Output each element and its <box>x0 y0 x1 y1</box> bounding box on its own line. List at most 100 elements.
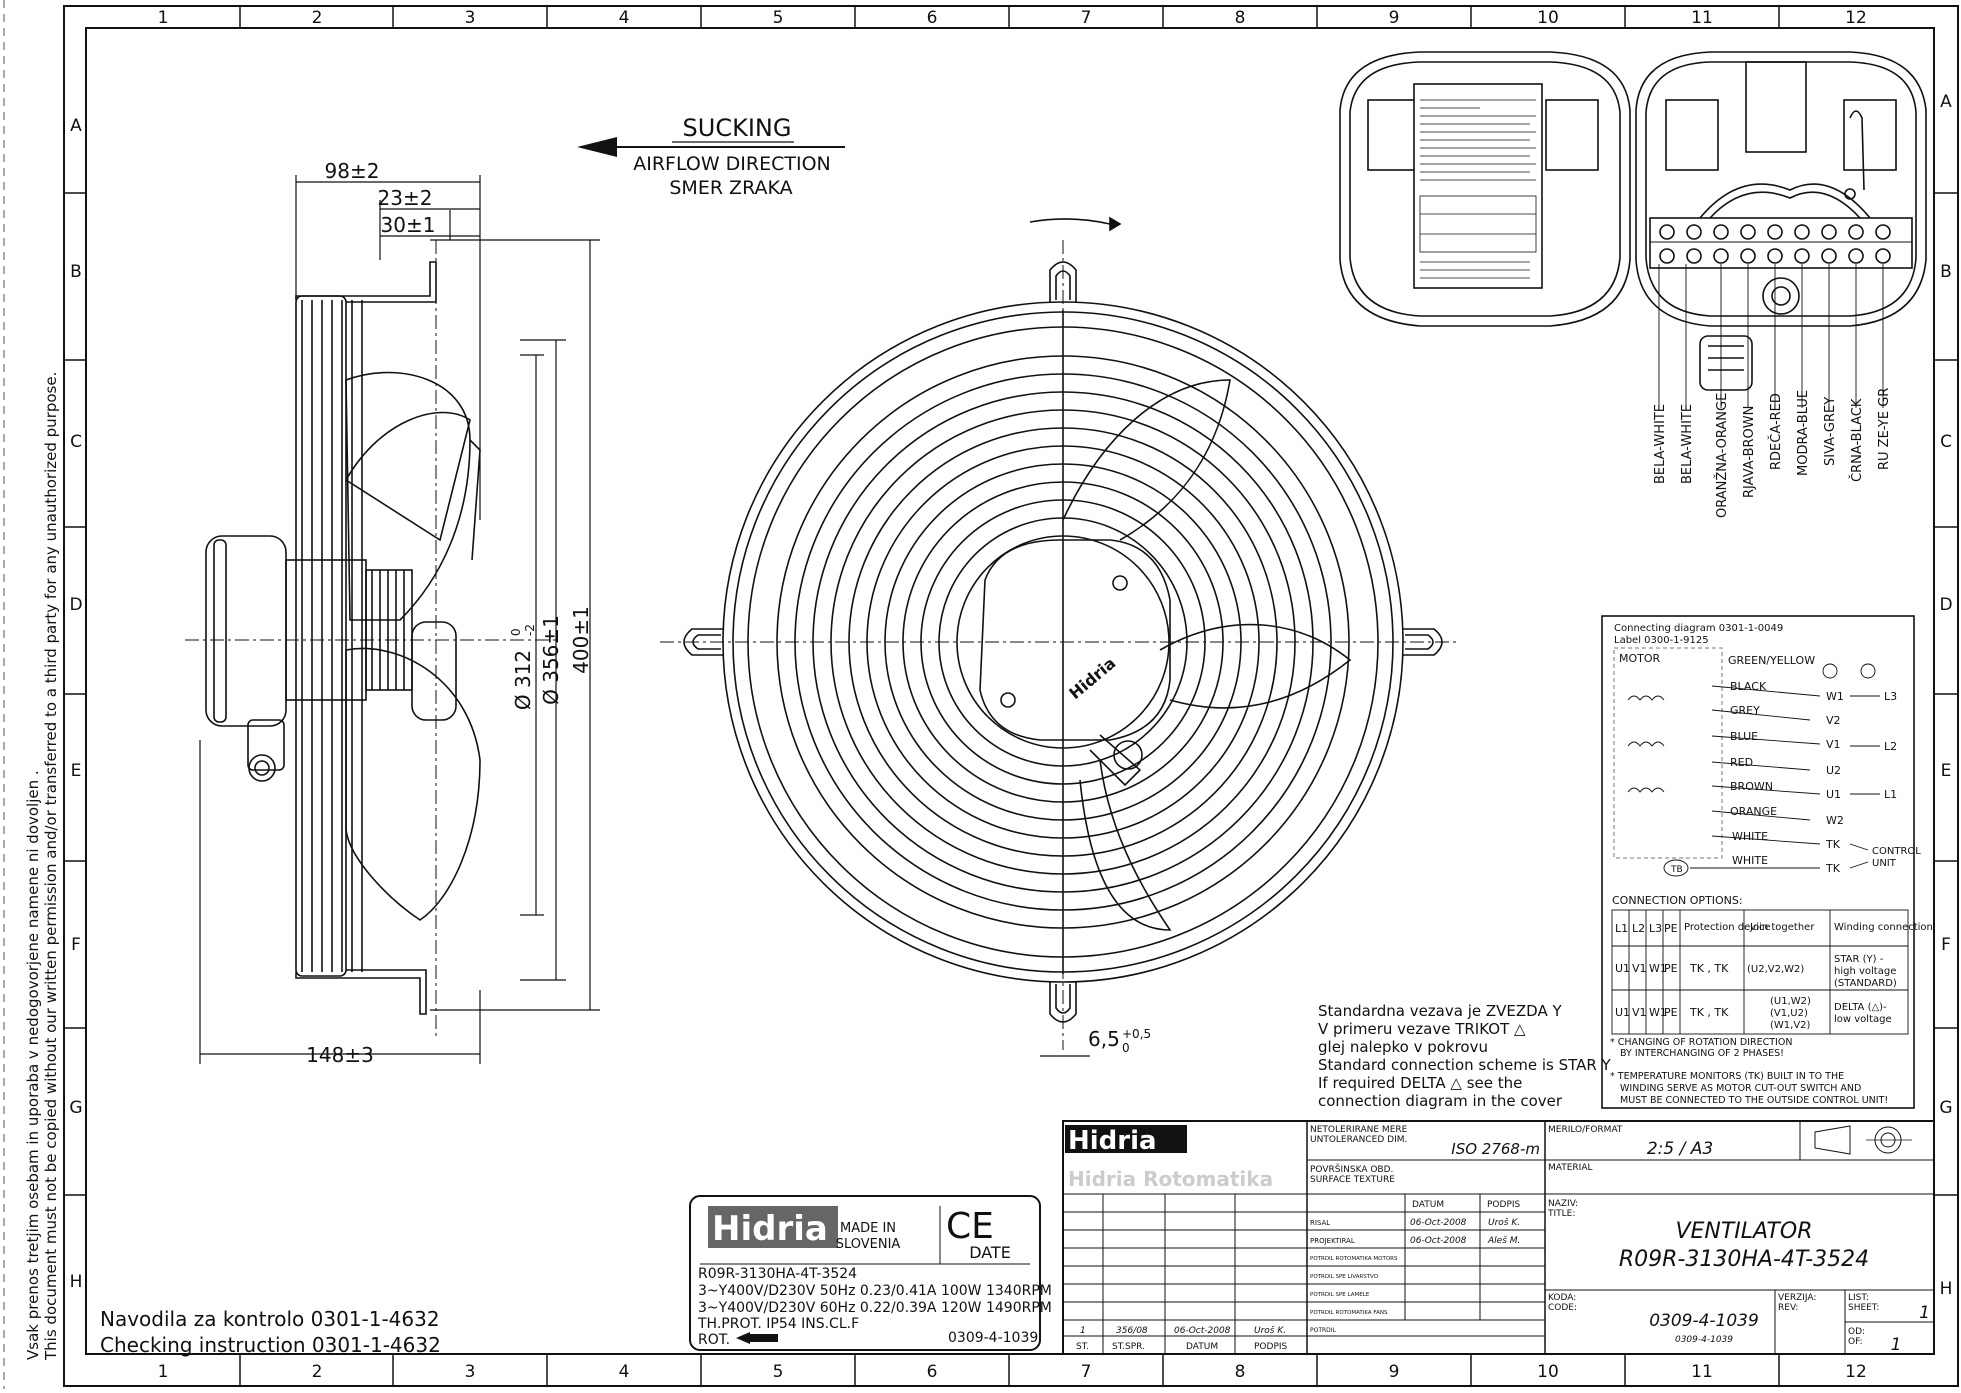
row-label-G: G <box>69 1098 82 1118</box>
tb-koda: KODA: <box>1548 1293 1576 1303</box>
cd-note-1b: BY INTERCHANGING OF 2 PHASES! <box>1620 1048 1784 1059</box>
side-notice-slovenian: Vsak prenos tretjim osebam in uporaba v … <box>24 770 42 1360</box>
cd-hdr-l2: L2 <box>1632 922 1645 935</box>
cd-wire-grey: GREY <box>1730 704 1760 717</box>
slovenia-label: SLOVENIA <box>836 1237 901 1252</box>
col-label-10-bottom: 10 <box>1537 1362 1559 1382</box>
cd-tb-label: TB <box>1670 865 1683 875</box>
cd-hdr-pe: PE <box>1664 922 1678 935</box>
label-spec-protection: TH.PROT. IP54 INS.CL.F <box>697 1316 859 1332</box>
tb-surf-si: POVRŠINSKA OBD. <box>1310 1163 1393 1175</box>
tb-stspr: ST.SPR. <box>1112 1342 1145 1352</box>
cd-r1-l3: W1 <box>1649 962 1667 975</box>
col-label-5: 5 <box>773 8 784 28</box>
cd-hdr-winding: Winding connection <box>1834 922 1933 933</box>
wire-label-4: RJAVA-BROWN <box>1742 406 1757 498</box>
row-label-E: E <box>71 761 82 781</box>
wire-label-2: BELA-WHITE <box>1680 404 1695 484</box>
col-label-4: 4 <box>619 8 630 28</box>
wire-label-1: BELA-WHITE <box>1653 404 1668 484</box>
airflow-indicator: SUCKING AIRFLOW DIRECTION SMER ZRAKA <box>577 114 845 199</box>
std-note-line-4: Standard connection scheme is STAR Y <box>1318 1056 1612 1074</box>
tb-rev-sig: Uroš K. <box>1254 1325 1286 1336</box>
tb-of-val: 1 <box>1891 1335 1902 1355</box>
row-label-G-right: G <box>1939 1098 1952 1118</box>
row-label-D: D <box>69 595 82 615</box>
tb-code-lbl: CODE: <box>1548 1303 1577 1313</box>
tb-tol-si: NETOLERIRANE MERE <box>1310 1125 1408 1135</box>
tb-verzija: VERZIJA: <box>1778 1293 1816 1303</box>
dim-312-lower-tol: -2 <box>523 624 537 636</box>
cd-hdr-protection: Protection device <box>1684 922 1771 933</box>
col-label-1-bottom: 1 <box>158 1362 169 1382</box>
tb-proj-sig: Aleš M. <box>1487 1235 1520 1246</box>
dim-400: 400±1 <box>569 606 593 674</box>
tb-naziv: NAZIV: <box>1548 1199 1578 1209</box>
col-label-7: 7 <box>1081 8 1092 28</box>
tb-logo-rotomatika: Hidria Rotomatika <box>1068 1167 1273 1191</box>
tb-proj: PROJEKTIRAL <box>1310 1237 1355 1245</box>
tb-potrdil-3: POTRDIL SPE LAMELE <box>1310 1292 1370 1298</box>
tb-rev-no: 1 <box>1080 1326 1086 1336</box>
wire-label-6: MODRA-BLUE <box>1796 390 1811 476</box>
std-note-line-2: V primeru vezave TRIKOT △ <box>1318 1020 1526 1038</box>
col-label-11-bottom: 11 <box>1691 1362 1713 1382</box>
row-label-A: A <box>70 116 82 136</box>
cd-r1-wind2: high voltage <box>1834 966 1896 977</box>
tb-podpis: PODPIS <box>1487 1200 1521 1210</box>
date-label: DATE <box>969 1243 1011 1262</box>
title-block-text: Hidria Hidria Rotomatika NETOLERIRANE ME… <box>1065 1125 1930 1355</box>
row-label-C: C <box>70 432 82 452</box>
outer-border <box>63 5 1959 1387</box>
col-label-11: 11 <box>1691 8 1713 28</box>
cd-r1-l1: U1 <box>1615 962 1630 975</box>
ce-mark: CE <box>946 1206 994 1247</box>
cd-r1-l2: V1 <box>1632 962 1647 975</box>
cd-wire-red: RED <box>1730 756 1753 769</box>
tb-title-1: VENTILATOR <box>1675 1219 1812 1244</box>
dim-312-upper-tol: 0 <box>509 628 523 636</box>
cd-wire-orange: ORANGE <box>1730 805 1777 818</box>
col-label-12-bottom: 12 <box>1845 1362 1867 1382</box>
row-label-A-right: A <box>1940 92 1952 112</box>
col-label-6: 6 <box>927 8 938 28</box>
cd-wire-white-1: WHITE <box>1732 830 1768 843</box>
label-rot: ROT. <box>698 1332 730 1348</box>
dim-65-upper-tol: +0,5 <box>1122 1027 1151 1041</box>
wire-label-8: ČRNA-BLACK <box>1849 398 1865 482</box>
cd-control-label: CONTROL <box>1872 846 1921 857</box>
cd-wire-black: BLACK <box>1730 680 1767 693</box>
row-label-E-right: E <box>1941 761 1952 781</box>
dim-312: Ø 312 <box>511 650 535 710</box>
wire-label-9: RU ZE-YE GR <box>1877 388 1892 470</box>
connecting-diagram-label: Connecting diagram 0301-1-0049 Label 030… <box>1601 615 1933 1109</box>
dim-98: 98±2 <box>325 159 380 183</box>
col-label-1: 1 <box>158 8 169 28</box>
tb-scale-label: MERILO/FORMAT <box>1548 1125 1623 1135</box>
dim-148: 148±3 <box>306 1043 374 1067</box>
col-label-7-bottom: 7 <box>1081 1362 1092 1382</box>
tb-podpis-2: PODPIS <box>1254 1342 1288 1352</box>
row-label-F: F <box>71 935 81 955</box>
wire-label-5: RDEČA-RED <box>1768 393 1784 470</box>
col-label-2: 2 <box>312 8 323 28</box>
standard-connection-note: Standardna vezava je ZVEZDA Y V primeru … <box>1318 1002 1612 1110</box>
dim-65: 6,5 <box>1088 1027 1120 1051</box>
cd-r2-wind2: low voltage <box>1834 1014 1892 1025</box>
cd-r2-pe: PE <box>1664 1006 1678 1019</box>
cd-r2-prot: TK , TK <box>1689 1006 1729 1019</box>
col-label-8: 8 <box>1235 8 1246 28</box>
fan-side-view <box>185 240 560 1040</box>
tb-title-2: R09R-3130HA-4T-3524 <box>1619 1247 1869 1272</box>
cd-r1-pe: PE <box>1664 962 1678 975</box>
cd-r1-wind1: STAR (Y) - <box>1834 954 1884 965</box>
col-label-9-bottom: 9 <box>1389 1362 1400 1382</box>
cd-term-u1: U1 <box>1826 788 1841 801</box>
col-label-6-bottom: 6 <box>927 1362 938 1382</box>
tb-potrdil-4: POTRDIL ROTOMATIKA FANS <box>1310 1310 1388 1316</box>
std-note-line-6: connection diagram in the cover <box>1318 1092 1563 1110</box>
col-label-12: 12 <box>1845 8 1867 28</box>
cd-r2-join2: (V1,U2) <box>1770 1008 1808 1019</box>
fan-front-view <box>660 216 1460 1057</box>
cd-term-tk-2: TK <box>1825 862 1841 875</box>
